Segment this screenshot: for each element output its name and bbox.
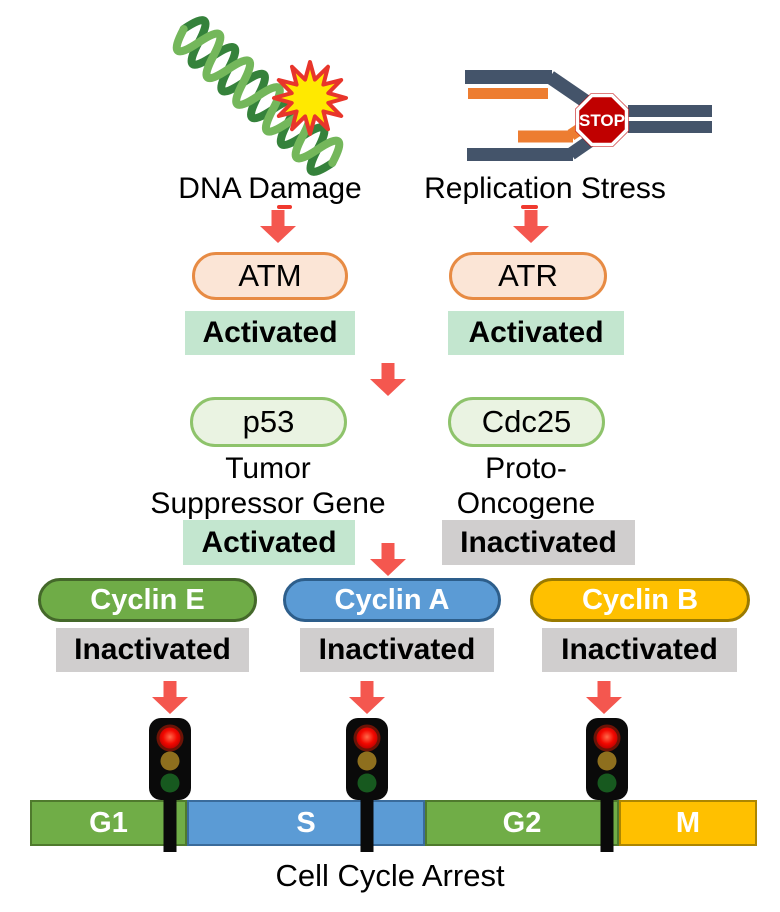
- atr-pill: ATR: [449, 252, 607, 300]
- cyclin-b-pill: Cyclin B: [530, 578, 750, 622]
- cyclin-b-status-badge: Inactivated: [542, 628, 737, 672]
- dna-damage-label: DNA Damage: [178, 172, 362, 205]
- phase-g1: G1: [30, 800, 187, 846]
- down-arrow-icon: [260, 210, 296, 243]
- phase-s: S: [187, 800, 425, 846]
- p53-pill: p53: [190, 397, 347, 447]
- cdc25-status-badge: Inactivated: [442, 520, 635, 565]
- atr-status-badge: Activated: [448, 311, 624, 355]
- cell-cycle-bar: G1 S G2 M: [30, 800, 757, 846]
- p53-role-line1: Tumor: [225, 452, 311, 485]
- cyclin-e-pill: Cyclin E: [38, 578, 257, 622]
- replication-fork-stop-icon: STOP: [465, 70, 712, 161]
- down-arrow-icon: [370, 543, 406, 576]
- cdc25-role-line2: Oncogene: [456, 487, 596, 520]
- atm-status-badge: Activated: [185, 311, 355, 355]
- cdc25-pill: Cdc25: [448, 397, 605, 447]
- stop-sign-label: STOP: [579, 111, 625, 130]
- cyclin-e-status-badge: Inactivated: [56, 628, 249, 672]
- phase-m: M: [619, 800, 757, 846]
- traffic-light-icon: [149, 718, 191, 852]
- traffic-light-icon: [346, 718, 388, 852]
- down-arrow-icon: [513, 210, 549, 243]
- cyclin-a-status-badge: Inactivated: [300, 628, 494, 672]
- down-arrow-icon: [370, 363, 406, 396]
- p53-role-line2: Suppressor Gene: [150, 487, 386, 520]
- traffic-light-icon: [586, 718, 628, 852]
- dna-damage-icon: [172, 16, 348, 176]
- replication-stress-label: Replication Stress: [424, 172, 666, 205]
- down-arrow-icon: [349, 681, 385, 714]
- damage-starburst-icon: [272, 60, 348, 136]
- down-arrow-icon: [586, 681, 622, 714]
- spellcheck-mark: [521, 205, 538, 209]
- p53-status-badge: Activated: [183, 520, 355, 565]
- stop-sign-icon: STOP: [575, 93, 629, 147]
- cyclin-a-pill: Cyclin A: [283, 578, 501, 622]
- down-arrow-icon: [152, 681, 188, 714]
- atm-pill: ATM: [192, 252, 348, 300]
- phase-g2: G2: [425, 800, 619, 846]
- diagram-caption: Cell Cycle Arrest: [275, 858, 505, 893]
- spellcheck-mark: [277, 205, 292, 209]
- cdc25-role-line1: Proto-: [485, 452, 567, 485]
